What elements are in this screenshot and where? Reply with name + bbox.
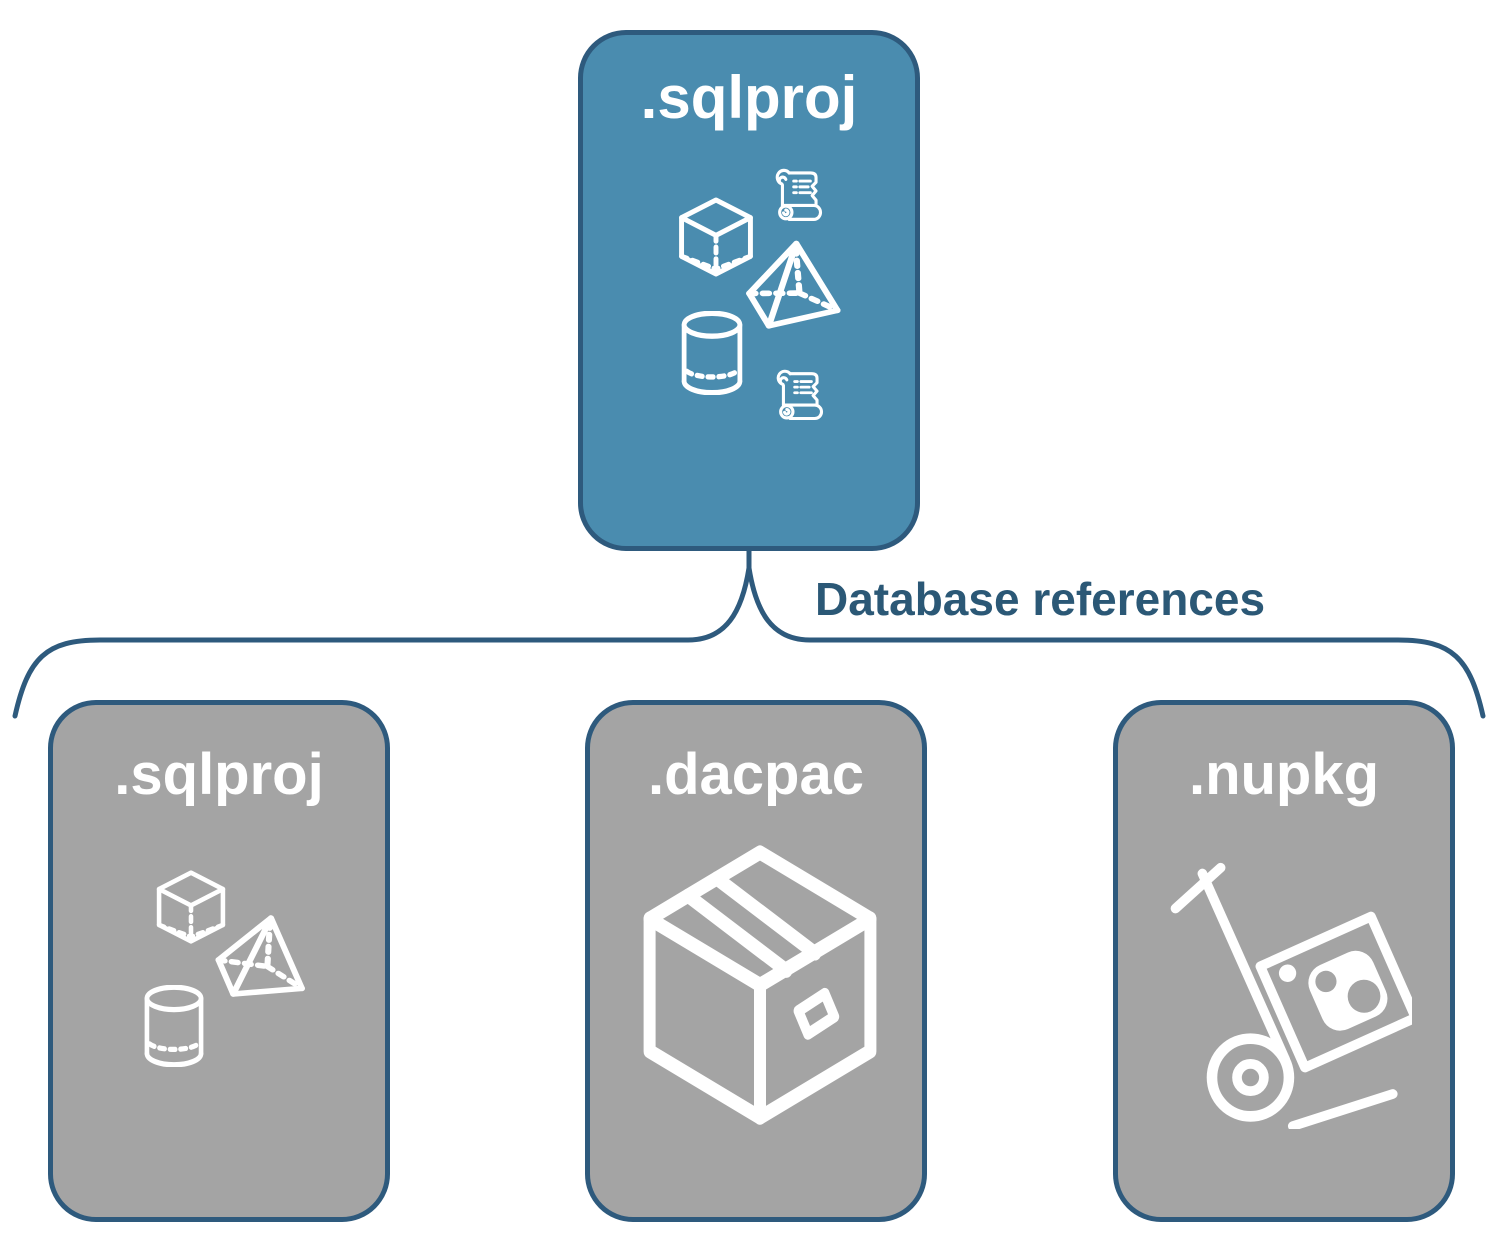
hand-truck-package-icon [1162, 857, 1412, 1129]
node-nupkg: .nupkg [1113, 700, 1455, 1222]
pyramid-icon [738, 234, 851, 338]
node-dacpac: .dacpac [585, 700, 927, 1222]
child-node-title: .dacpac [648, 742, 864, 807]
scroll-icon [770, 367, 826, 423]
package-box-icon [640, 841, 880, 1129]
cylinder-icon [678, 311, 746, 395]
scroll-icon [769, 166, 825, 224]
child-node-title: .sqlproj [114, 742, 324, 807]
pyramid-icon [203, 902, 324, 1016]
cylinder-icon [141, 985, 207, 1067]
node-sqlproj-child: .sqlproj [48, 700, 390, 1222]
connector-label: Database references [815, 573, 1266, 625]
root-node-title: .sqlproj [640, 64, 858, 131]
node-sqlproj-root: .sqlproj [578, 30, 920, 551]
child-node-title: .nupkg [1188, 742, 1380, 807]
